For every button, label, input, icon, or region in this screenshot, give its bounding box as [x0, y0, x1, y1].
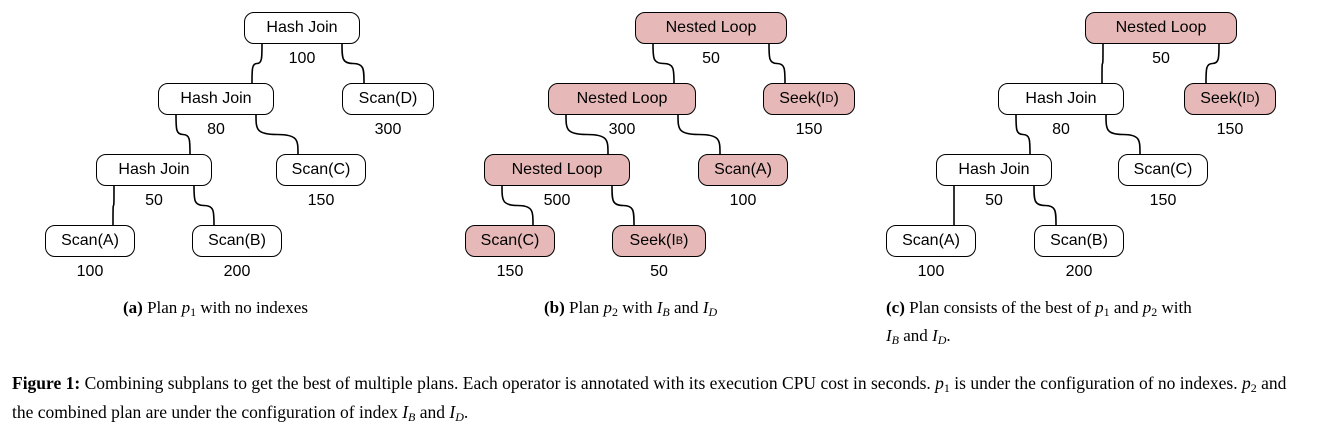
plan-b-edge: [501, 185, 534, 226]
plan-b-cost-label: 50: [702, 50, 720, 67]
plan-b-cost-label: 150: [496, 263, 524, 280]
plan-b-node-nested-loop: Nested Loop: [548, 83, 696, 115]
plan-b-edge: [611, 185, 635, 226]
plan-c-cost-label: 50: [1152, 50, 1170, 67]
plan-a-edge: [193, 185, 215, 226]
plan-b-cost-label: 500: [543, 192, 571, 209]
plan-c-edge: [1105, 114, 1141, 155]
plan-c-node-hash-join: Hash Join: [998, 83, 1124, 115]
plan-b-node-nested-loop: Nested Loop: [635, 12, 787, 44]
plan-b-node-nested-loop: Nested Loop: [484, 154, 630, 186]
plan-c-node-hash-join: Hash Join: [936, 154, 1052, 186]
plan-c-edge: [1015, 114, 1031, 155]
plan-a-edge: [341, 43, 365, 84]
plan-a-node-scan-b: Scan(B): [192, 225, 282, 257]
plan-a-cost-label: 200: [223, 263, 251, 280]
plan-c-cost-label: 150: [1216, 121, 1244, 138]
plan-a-node-scan-c: Scan(C): [276, 154, 366, 186]
plan-c-cost-label: 200: [1065, 263, 1093, 280]
plan-a-cost-label: 150: [307, 192, 335, 209]
plan-b-cost-label: 50: [650, 263, 668, 280]
plan-a-node-scan-a: Scan(A): [45, 225, 135, 257]
plan-a-edge: [175, 114, 191, 155]
plan-a-cost-label: 100: [288, 50, 316, 67]
plan-a-node-scan-d: Scan(D): [342, 83, 434, 115]
plan-c-edge: [1101, 43, 1104, 84]
plan-b-node-scan-c: Scan(C): [465, 225, 555, 257]
plan-a-edge: [251, 43, 263, 84]
plan-c-cost-label: 150: [1149, 192, 1177, 209]
plan-a-node-hash-join: Hash Join: [158, 83, 274, 115]
caption-c: (c) Plan consists of the best of p1 and …: [886, 298, 1192, 347]
caption-a: (a) Plan p1 with no indexes: [123, 298, 308, 319]
plan-a-cost-label: 100: [76, 263, 104, 280]
plan-c-cost-label: 80: [1052, 121, 1070, 138]
caption-b: (b) Plan p2 with IB and ID: [544, 298, 718, 319]
plan-c-node-scan-c: Scan(C): [1118, 154, 1208, 186]
plan-c-edge: [1033, 185, 1057, 226]
plan-b-edge: [565, 114, 609, 155]
plan-c-edge: [1205, 43, 1220, 84]
plan-b-cost-label: 300: [608, 121, 636, 138]
plan-a-cost-label: 80: [207, 121, 225, 138]
plan-b-cost-label: 150: [795, 121, 823, 138]
plan-a-node-hash-join: Hash Join: [244, 12, 360, 44]
plan-c-cost-label: 50: [985, 192, 1003, 209]
plan-c-node-scan-b: Scan(B): [1034, 225, 1124, 257]
plan-c-node-nested-loop: Nested Loop: [1085, 12, 1237, 44]
plan-b-edge: [677, 114, 721, 155]
plan-b-edge: [768, 43, 786, 84]
plan-c-cost-label: 100: [917, 263, 945, 280]
plan-b-node-scan-a: Scan(A): [698, 154, 788, 186]
plan-a-node-hash-join: Hash Join: [96, 154, 212, 186]
plan-a-cost-label: 300: [374, 121, 402, 138]
figure-caption: Figure 1: Combining subplans to get the …: [12, 373, 1287, 424]
plan-b-edge: [652, 43, 675, 84]
plan-c-node-scan-a: Scan(A): [886, 225, 976, 257]
plan-b-cost-label: 100: [729, 192, 757, 209]
plan-a-edge: [255, 114, 299, 155]
plan-a-edge: [112, 185, 115, 226]
plan-a-cost-label: 50: [145, 192, 163, 209]
